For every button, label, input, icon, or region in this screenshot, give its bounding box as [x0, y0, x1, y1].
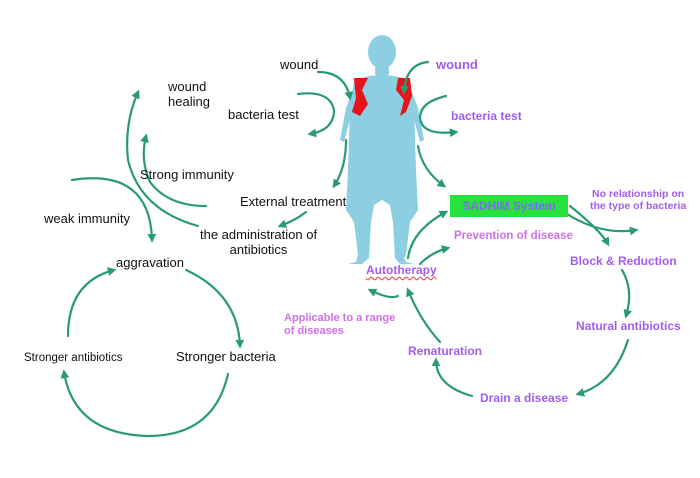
label-bacteria-test-right: bacteria test	[451, 109, 522, 123]
sadhim-system-badge: SADHIM System	[450, 195, 568, 217]
arrow-body-to-system	[416, 144, 447, 188]
arrow-external-to-admin	[277, 210, 308, 228]
label-applicable-range: Applicable to a range of diseases	[284, 312, 396, 337]
arrow-block-to-natural	[620, 268, 633, 319]
label-no-relationship: No relationship on the type of bacteria	[590, 188, 687, 213]
arrow-stronger-antibiotics-to-aggravation	[66, 267, 117, 338]
arrow-stronger-bacteria-to-stronger-antibiotics	[60, 369, 230, 438]
arrow-autotherapy-to-applicable	[367, 288, 400, 299]
label-weak-immunity: weak immunity	[44, 211, 130, 226]
label-aggravation: aggravation	[116, 255, 184, 270]
label-stronger-bacteria: Stronger bacteria	[176, 349, 276, 364]
arrow-weak-to-aggravation	[70, 177, 157, 243]
arrow-autotherapy-to-system	[406, 210, 449, 260]
arrow-bacteria-test-right-loop	[418, 94, 459, 138]
label-renaturation: Renaturation	[408, 344, 483, 358]
label-administration-antibiotics: the administration of antibiotics	[200, 227, 318, 257]
arrow-bacteria-test-loop	[296, 92, 336, 138]
label-wound-right: wound	[436, 57, 478, 72]
arrow-renaturation-to-autotherapy	[406, 287, 442, 344]
label-natural-antibiotics: Natural antibiotics	[576, 319, 681, 333]
label-stronger-antibiotics: Stronger antibiotics	[24, 352, 123, 364]
arrow-natural-to-drain	[575, 338, 630, 397]
label-external-treatment: External treatment	[240, 194, 347, 209]
arrow-drain-to-renaturation	[431, 357, 474, 398]
label-autotherapy: Autotherapy	[366, 263, 437, 277]
arrow-wound-right-to-body	[400, 60, 430, 95]
arrow-strong-immunity	[140, 133, 208, 208]
label-strong-immunity: Strong immunity	[140, 167, 234, 182]
arrow-system-to-no-relationship	[562, 210, 639, 236]
human-body-figure	[340, 35, 424, 264]
arrow-system-to-block	[568, 204, 610, 247]
label-drain-a-disease: Drain a disease	[480, 391, 569, 405]
label-wound-left: wound	[280, 57, 319, 72]
arrow-admin-to-healing	[126, 89, 200, 228]
arrow-body-to-external	[332, 138, 348, 189]
arrow-wound-to-body	[316, 70, 354, 101]
label-prevention-of-disease: Prevention of disease	[454, 230, 573, 242]
label-bacteria-test-left: bacteria test	[228, 107, 299, 122]
label-block-reduction: Block & Reduction	[570, 254, 677, 268]
arrow-autotherapy-to-prevention	[418, 245, 451, 266]
arrow-aggravation-to-stronger-bacteria	[184, 268, 245, 349]
label-wound-healing: wound healing	[168, 79, 210, 109]
